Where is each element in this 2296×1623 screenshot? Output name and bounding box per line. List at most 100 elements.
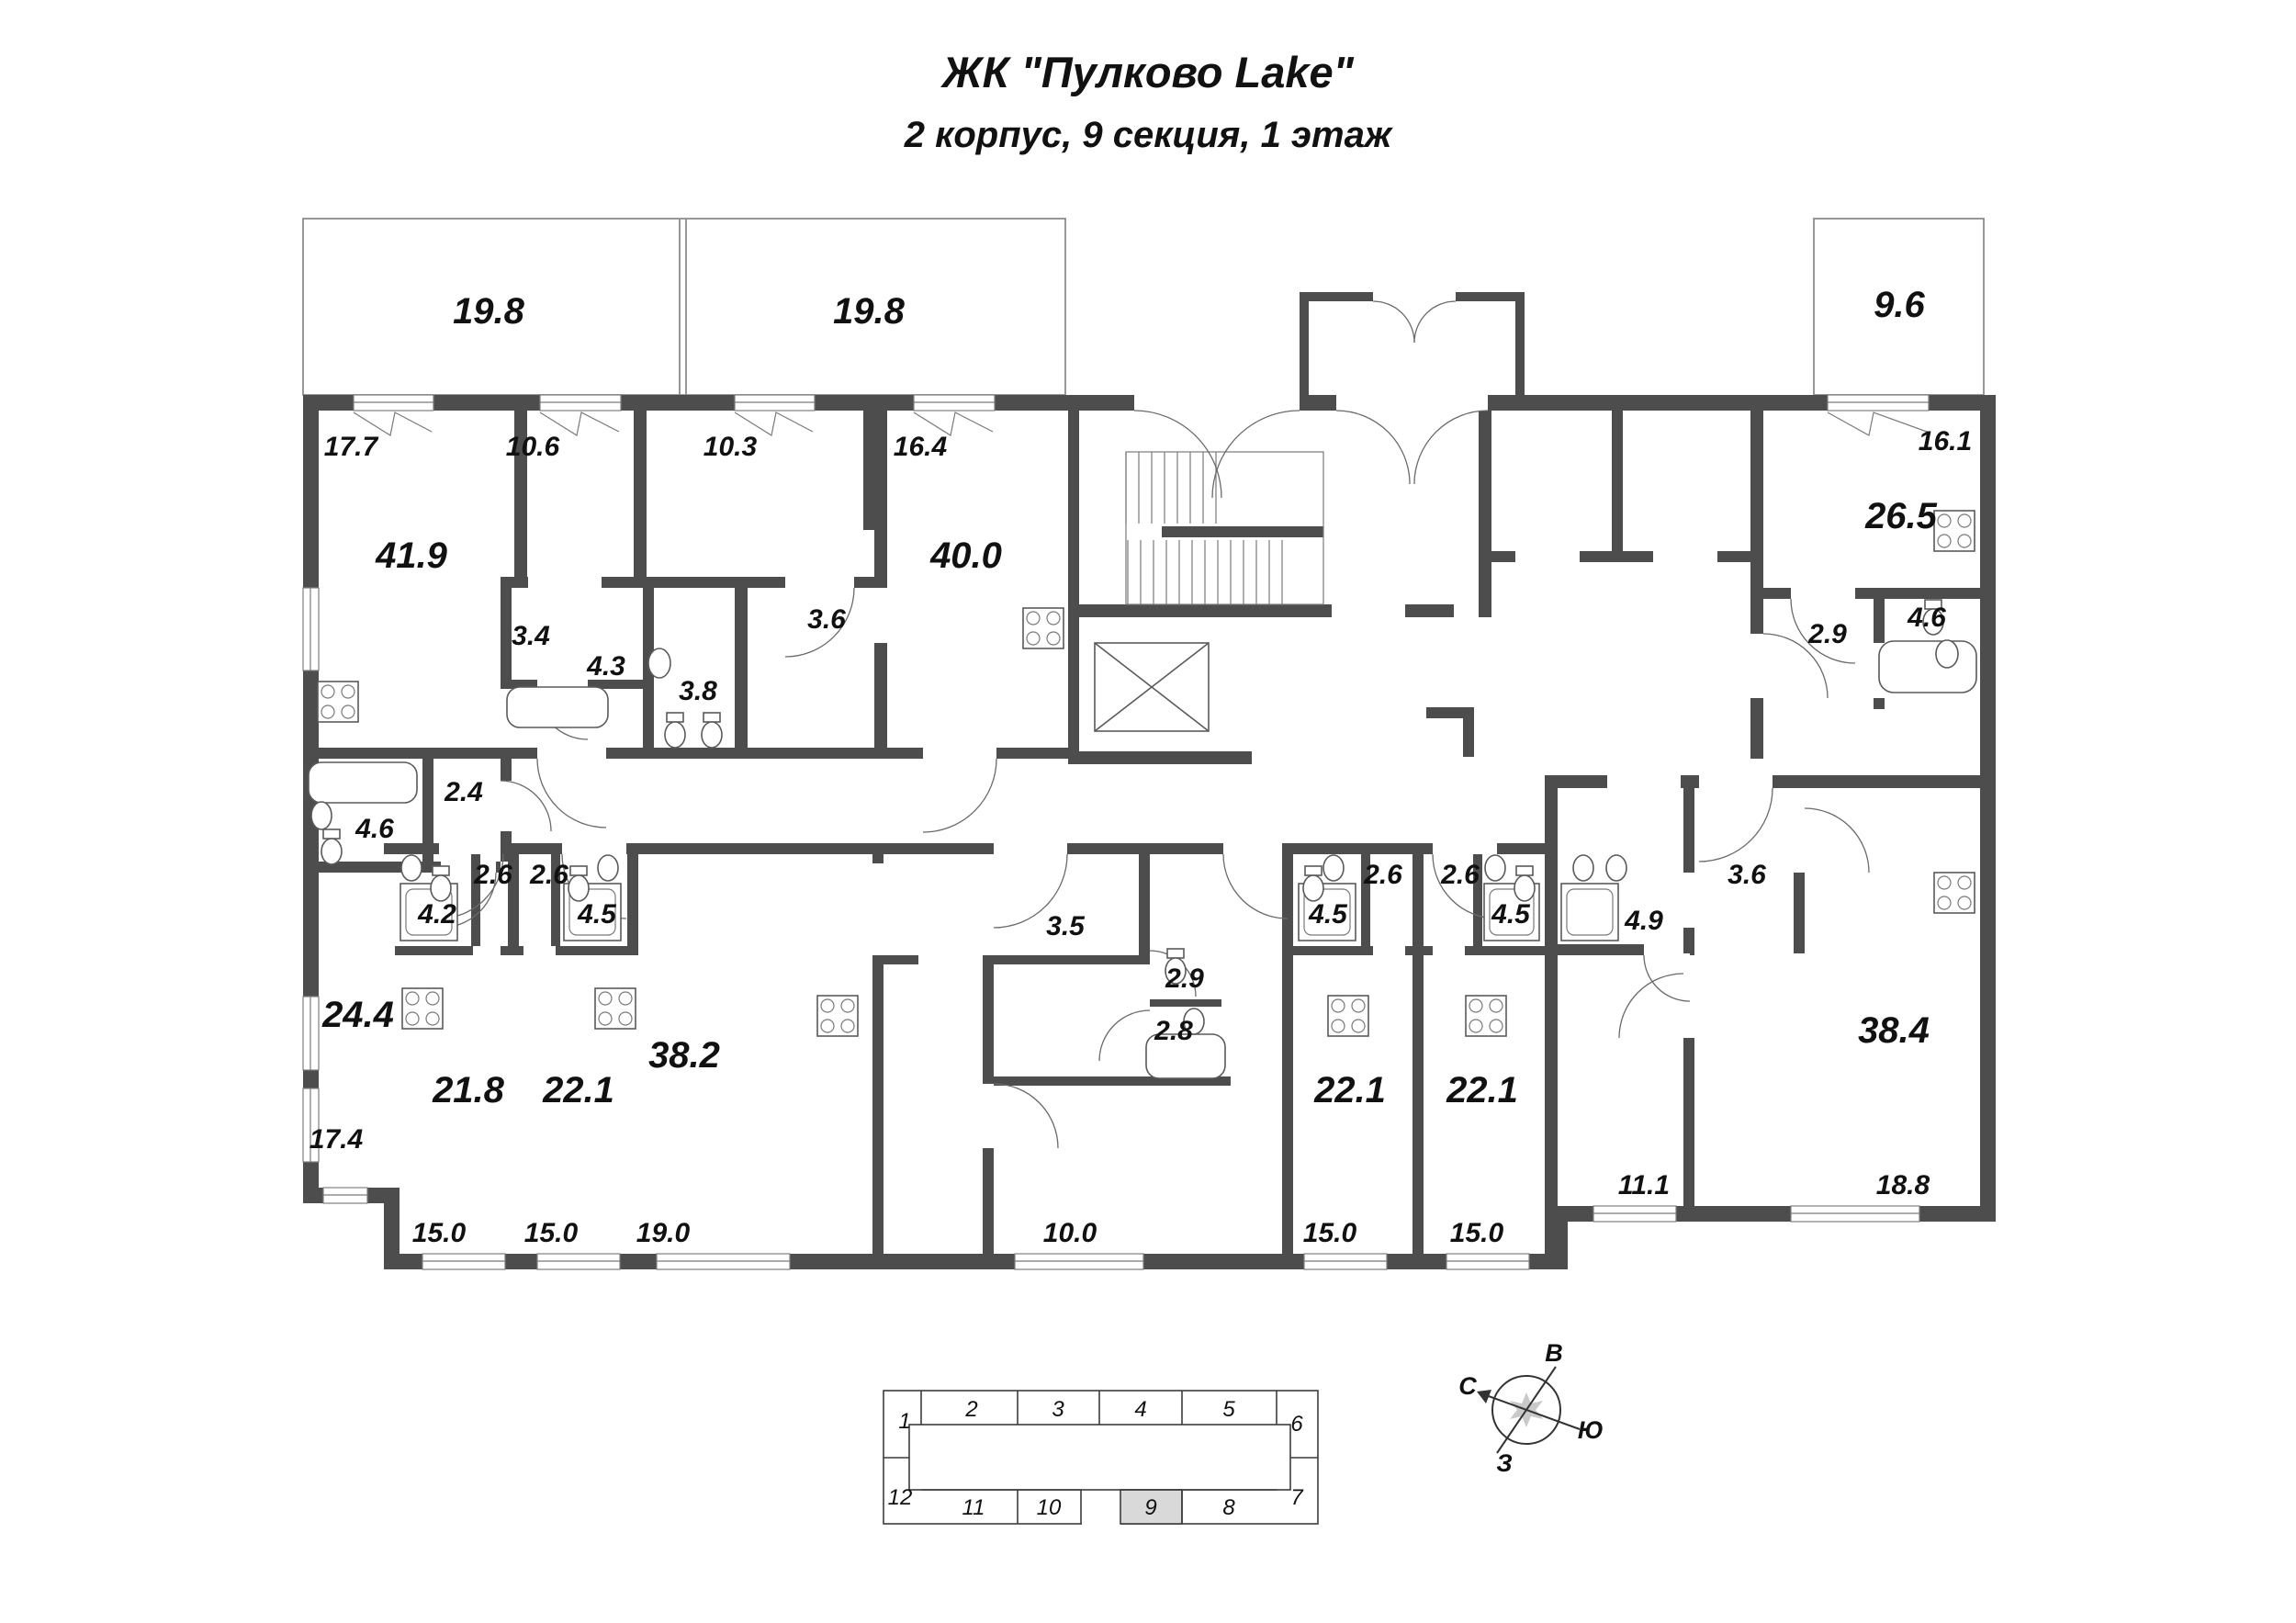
compass-north-arrow-icon	[1477, 1390, 1491, 1403]
keyplan-section-label: 7	[1290, 1485, 1304, 1510]
stove-icon	[1327, 995, 1369, 1037]
stove-icon	[1933, 872, 1975, 914]
room-area-label: 4.2	[417, 899, 456, 930]
bathtub-icon	[308, 761, 418, 804]
window-area-label: 10.0	[1043, 1218, 1097, 1248]
compass-west-label: З	[1496, 1449, 1512, 1477]
page-title: ЖК "Пулково Lake"	[940, 48, 1355, 96]
room-area-label: 3.4	[512, 621, 550, 651]
room-area-label: 4.5	[577, 899, 617, 930]
sink-icon	[1572, 854, 1594, 882]
toilet-icon	[321, 828, 343, 865]
keyplan-section-label: 2	[964, 1397, 977, 1422]
window-area-label: 19.0	[636, 1218, 691, 1248]
room-area-label: 22.1	[1313, 1070, 1386, 1110]
room-area-label: 2.8	[1154, 1016, 1193, 1046]
room-area-label: 2.9	[1165, 964, 1204, 994]
room-labels: 19.8 19.8 9.6 17.7 10.6 10.3 16.4 16.1 4…	[310, 285, 1972, 1248]
stove-icon	[816, 995, 859, 1037]
compass-north-label: С	[1458, 1372, 1477, 1400]
sink-icon	[1183, 1008, 1205, 1035]
window-area-label: 18.8	[1876, 1170, 1930, 1200]
room-area-label: 22.1	[1446, 1070, 1518, 1110]
window-area-label: 15.0	[1450, 1218, 1504, 1248]
room-area-label: 2.6	[1440, 860, 1480, 890]
window-area-label: 10.6	[506, 432, 560, 462]
stove-icon	[594, 987, 636, 1030]
room-area-label: 2.6	[1363, 860, 1402, 890]
compass-east-label: В	[1545, 1339, 1563, 1367]
keyplan-notch	[1082, 1489, 1120, 1525]
room-area-label: 3.6	[807, 604, 846, 635]
balcony-area-label: 19.8	[453, 291, 525, 332]
walls	[303, 292, 1996, 1269]
stove-icon	[1022, 607, 1064, 649]
keyplan-section-label: 11	[962, 1495, 985, 1520]
sink-icon	[1484, 854, 1506, 882]
window-area-label: 17.4	[310, 1124, 364, 1155]
keyplan-body	[908, 1424, 1291, 1491]
window-area-label: 11.1	[1618, 1170, 1670, 1200]
room-area-label: 22.1	[542, 1070, 614, 1110]
shower-icon	[1560, 883, 1619, 941]
room-area-label: 38.4	[1858, 1010, 1930, 1051]
keyplan-section-label: 6	[1290, 1412, 1303, 1437]
stoves	[317, 510, 1975, 1037]
room-area-label: 26.5	[1864, 496, 1938, 536]
page-subtitle: 2 корпус, 9 секция, 1 этаж	[904, 115, 1394, 155]
bathtub-icon	[1145, 1033, 1226, 1079]
window-area-label: 15.0	[412, 1218, 467, 1248]
room-area-label: 2.9	[1807, 619, 1847, 649]
fixtures	[308, 599, 1977, 1079]
toilet-icon	[1922, 599, 1944, 636]
room-area-label: 2.6	[473, 860, 512, 890]
sink-icon	[1605, 854, 1627, 882]
keyplan-section-label: 12	[888, 1485, 913, 1510]
room-area-label: 40.0	[929, 535, 1002, 576]
sink-icon	[597, 854, 619, 882]
toilet-icon	[664, 712, 686, 749]
compass-rose: В С Ю З	[1458, 1339, 1604, 1477]
balconies	[302, 218, 1985, 396]
bathtub-icon	[1878, 640, 1977, 693]
toilet-icon	[1302, 865, 1324, 902]
window-area-label: 16.4	[894, 432, 948, 462]
keyplan-section-label-active: 9	[1144, 1495, 1156, 1520]
keyplan-section-label: 8	[1222, 1495, 1235, 1520]
sink-icon	[1322, 854, 1345, 882]
compass-south-label: Ю	[1578, 1416, 1604, 1444]
toilet-icon	[701, 712, 723, 749]
room-area-label: 4.6	[1907, 603, 1946, 633]
room-area-label: 21.8	[432, 1070, 505, 1110]
stove-icon	[1465, 995, 1507, 1037]
key-plan: 1 2 3 4 5 6 7 8 9 10 11 12	[883, 1390, 1319, 1525]
room-area-label: 4.6	[355, 814, 394, 844]
room-area-label: 3.6	[1728, 860, 1766, 890]
window-area-label: 15.0	[1303, 1218, 1357, 1248]
sink-icon	[1935, 639, 1959, 669]
balcony-area-label: 9.6	[1874, 285, 1925, 325]
stove-icon	[401, 987, 444, 1030]
toilet-icon	[1165, 948, 1187, 985]
room-area-label: 4.5	[1491, 899, 1531, 930]
window-area-label: 16.1	[1919, 426, 1972, 456]
keyplan-section-label: 1	[898, 1409, 910, 1434]
keyplan-section-label: 5	[1222, 1397, 1235, 1422]
bathtub-icon	[506, 686, 609, 728]
window-area-label: 17.7	[324, 432, 379, 462]
sink-icon	[400, 854, 422, 882]
room-area-label: 2.6	[529, 860, 568, 890]
sink-icon	[310, 801, 332, 830]
keyplan-section-label: 4	[1134, 1397, 1146, 1422]
window-area-label: 10.3	[703, 432, 758, 462]
room-area-label: 4.9	[1624, 906, 1663, 936]
toilet-icon	[430, 865, 452, 902]
toilet-icon	[568, 865, 590, 902]
room-area-label: 2.4	[444, 777, 483, 807]
room-area-label: 4.3	[586, 651, 625, 682]
elevator	[1094, 642, 1210, 732]
room-area-label: 24.4	[321, 995, 394, 1035]
room-area-label: 4.5	[1308, 899, 1348, 930]
balcony-area-label: 19.8	[833, 291, 906, 332]
